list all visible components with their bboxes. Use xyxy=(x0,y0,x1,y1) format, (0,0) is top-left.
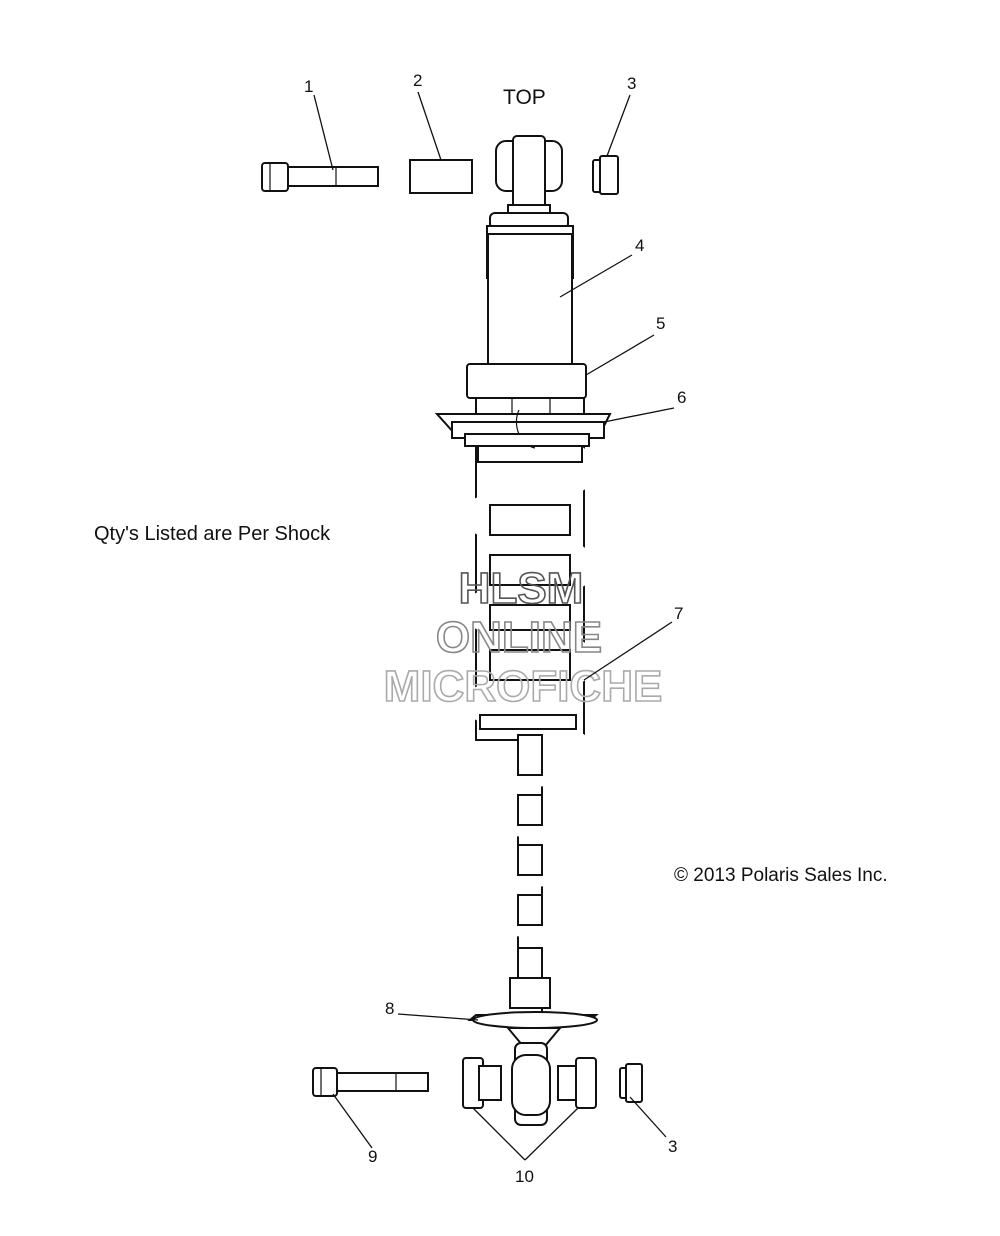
top-spacer xyxy=(409,159,473,194)
body-overlay xyxy=(479,504,577,1009)
reservoir-body xyxy=(486,212,574,369)
callout-5: 5 xyxy=(656,314,665,333)
callout-4: 4 xyxy=(635,236,644,255)
preload-collar xyxy=(466,363,587,399)
watermark-line-2: ONLINE xyxy=(436,613,602,662)
callout-10: 10 xyxy=(515,1167,534,1186)
callout-8: 8 xyxy=(385,999,394,1018)
callout-6: 6 xyxy=(677,388,686,407)
leader-lines xyxy=(313,91,675,1161)
watermark-line-3: MICROFICHE xyxy=(384,662,663,711)
callout-2: 2 xyxy=(413,71,422,90)
bottom-nut xyxy=(619,1063,643,1103)
callout-9: 9 xyxy=(368,1147,377,1166)
top-eyelet xyxy=(495,135,563,218)
bottom-bolt xyxy=(312,1067,429,1097)
spring-retainer-top xyxy=(434,409,612,449)
bottom-eyelet xyxy=(511,1042,551,1126)
callout-3-bottom: 3 xyxy=(668,1137,677,1156)
watermark-line-1: HLSM xyxy=(459,564,584,613)
copyright-notice: © 2013 Polaris Sales Inc. xyxy=(674,865,888,886)
bottom-bushings xyxy=(462,1057,597,1109)
watermark: HLSM ONLINE MICROFICHE xyxy=(383,563,663,712)
top-bolt xyxy=(261,162,379,192)
callout-1: 1 xyxy=(304,77,313,96)
quantity-note: Qty's Listed are Per Shock xyxy=(94,523,331,545)
lower-spring-seat xyxy=(467,1011,599,1047)
callouts: 1 2 3 4 5 6 7 8 9 3 10 xyxy=(304,71,686,1186)
callout-7: 7 xyxy=(674,604,683,623)
orientation-label: TOP xyxy=(503,86,546,109)
callout-3-top: 3 xyxy=(627,74,636,93)
top-nut xyxy=(592,155,619,195)
